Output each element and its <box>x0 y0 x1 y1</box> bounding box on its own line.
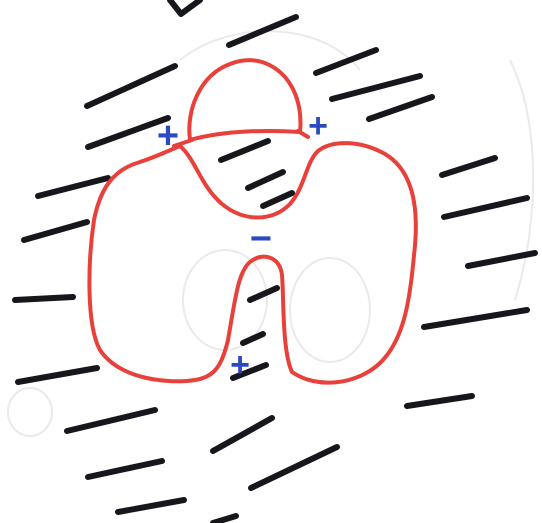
charge-plus-bottom: + <box>230 346 250 384</box>
hatch-stroke <box>15 297 73 300</box>
charge-plus-top-right: + <box>308 107 328 145</box>
charge-minus-center: − <box>250 218 272 260</box>
charge-plus-top-left: + <box>157 115 179 157</box>
